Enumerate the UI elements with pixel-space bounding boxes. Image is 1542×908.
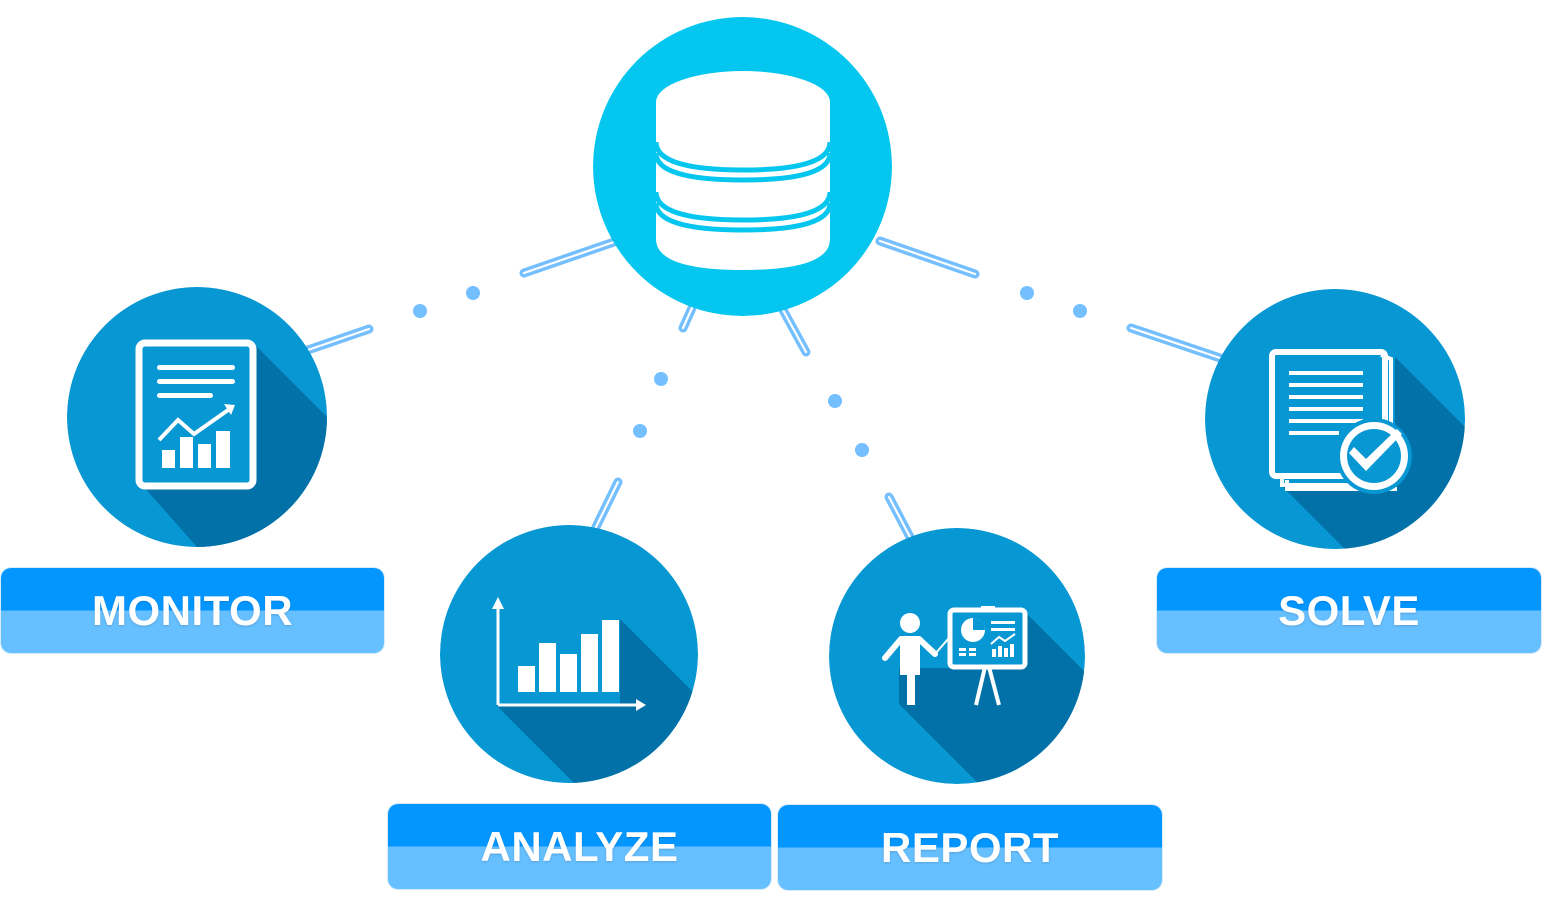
report-chart-document-icon <box>135 339 257 490</box>
analyze-label: ANALYZE <box>388 804 771 889</box>
approved-document-icon <box>1269 349 1412 494</box>
presentation-icon <box>882 606 1028 706</box>
bar-chart-icon <box>492 597 646 711</box>
monitor-label-text: MONITOR <box>91 586 294 634</box>
analyze-label-text: ANALYZE <box>480 822 679 870</box>
connector-dot <box>1020 286 1034 300</box>
database-hub <box>593 17 892 316</box>
connector-dot <box>413 304 427 318</box>
connector-dot <box>1073 304 1087 318</box>
solve-label-text: SOLVE <box>1278 586 1420 634</box>
connector-dot <box>828 394 842 408</box>
connector-dot <box>633 424 647 438</box>
monitor-node <box>67 287 327 547</box>
solve-node <box>1205 289 1465 549</box>
connector-dot <box>855 443 869 457</box>
analyze-node <box>440 525 698 783</box>
solve-label: SOLVE <box>1157 568 1541 653</box>
report-label: REPORT <box>778 805 1162 890</box>
report-label-text: REPORT <box>880 823 1059 871</box>
report-node <box>829 528 1085 784</box>
monitor-label: MONITOR <box>1 568 384 653</box>
database-icon <box>653 71 833 270</box>
connector-dot <box>654 372 668 386</box>
connector-dot <box>466 286 480 300</box>
